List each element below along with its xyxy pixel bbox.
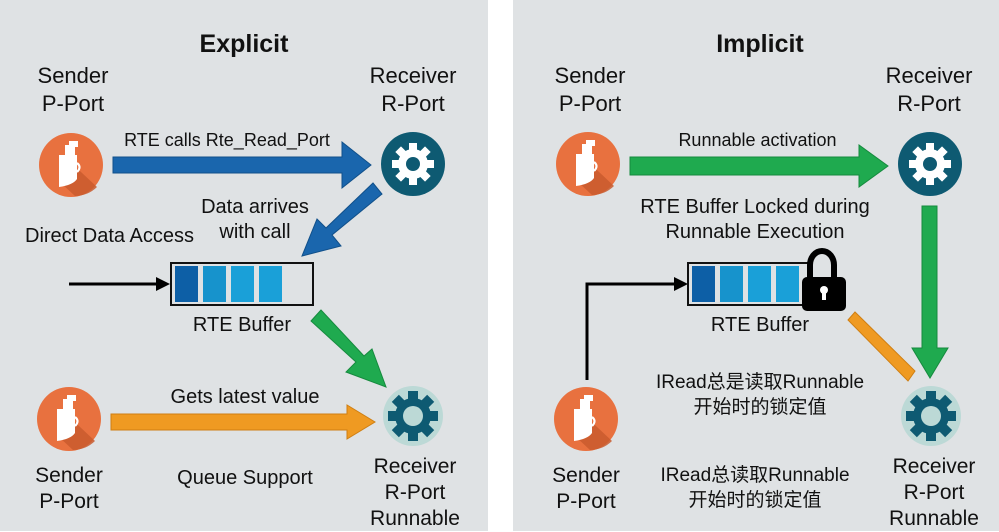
iread-note-2: IRead总读取Runnable 开始时的锁定值 (660, 465, 850, 511)
arrow-label-read-port: RTE calls Rte_Read_Port (124, 130, 330, 150)
buffer-cell (776, 266, 799, 302)
orange-arrow-latest-value (110, 404, 376, 440)
sender-icon-bottom (35, 385, 103, 453)
green-arrow-activation (629, 144, 889, 188)
buffer-cell (720, 266, 743, 302)
elbow-arrowhead (674, 277, 688, 291)
runnable-gear-icon (383, 386, 443, 446)
orange-bar (847, 311, 916, 382)
blue-arrow-read-port (112, 140, 372, 190)
receiver-bottom-label: Receiver R-Port Runnable (370, 455, 460, 530)
rte-buffer-explicit (170, 262, 314, 306)
implicit-title: Implicit (716, 30, 804, 58)
buffer-cell (748, 266, 771, 302)
receiver-bottom-label-implicit: Receiver R-Port Runnable (889, 455, 979, 530)
queue-support-label: Queue Support (177, 467, 313, 489)
elbow-arrow (585, 282, 676, 380)
buffer-cell (175, 266, 198, 302)
buffer-cell (231, 266, 254, 302)
buffer-cell (692, 266, 715, 302)
sender-bottom-label: Sender P-Port (35, 464, 103, 513)
sender-icon (37, 131, 105, 199)
buffer-label-implicit: RTE Buffer (710, 314, 810, 336)
gear-icon (381, 132, 445, 196)
buffer-cells-explicit (175, 266, 282, 302)
receiver-label-implicit: Receiver R-Port (885, 63, 973, 116)
locked-note: RTE Buffer Locked during Runnable Execut… (640, 196, 870, 243)
activation-label: Runnable activation (678, 130, 837, 150)
lock-icon (802, 248, 846, 311)
buffer-label: RTE Buffer (192, 314, 292, 336)
gear-icon-implicit (898, 132, 962, 196)
sender-label-implicit: Sender P-Port (554, 63, 626, 116)
sender-icon-implicit-bottom (552, 385, 620, 453)
buffer-cell (203, 266, 226, 302)
green-arrow-down (911, 205, 949, 379)
sender-label: Sender P-Port (37, 63, 109, 116)
buffer-cell (259, 266, 282, 302)
data-arrives-label: Data arrives with call (201, 196, 309, 243)
green-arrow-to-runnable (310, 309, 387, 388)
iread-note-1: IRead总是读取Runnable 开始时的锁定值 (655, 372, 865, 418)
buffer-cells-implicit (692, 266, 799, 302)
latest-value-label: Gets latest value (170, 386, 320, 408)
blue-arrow-data-arrives (301, 182, 383, 257)
receiver-label: Receiver R-Port (369, 63, 457, 116)
runnable-gear-icon-implicit (901, 386, 961, 446)
sender-bottom-label-implicit: Sender P-Port (552, 464, 620, 513)
direct-access-label: Direct Data Access (25, 225, 194, 247)
explicit-title: Explicit (199, 30, 289, 58)
input-arrowhead (156, 277, 170, 291)
sender-icon-implicit (554, 130, 622, 198)
